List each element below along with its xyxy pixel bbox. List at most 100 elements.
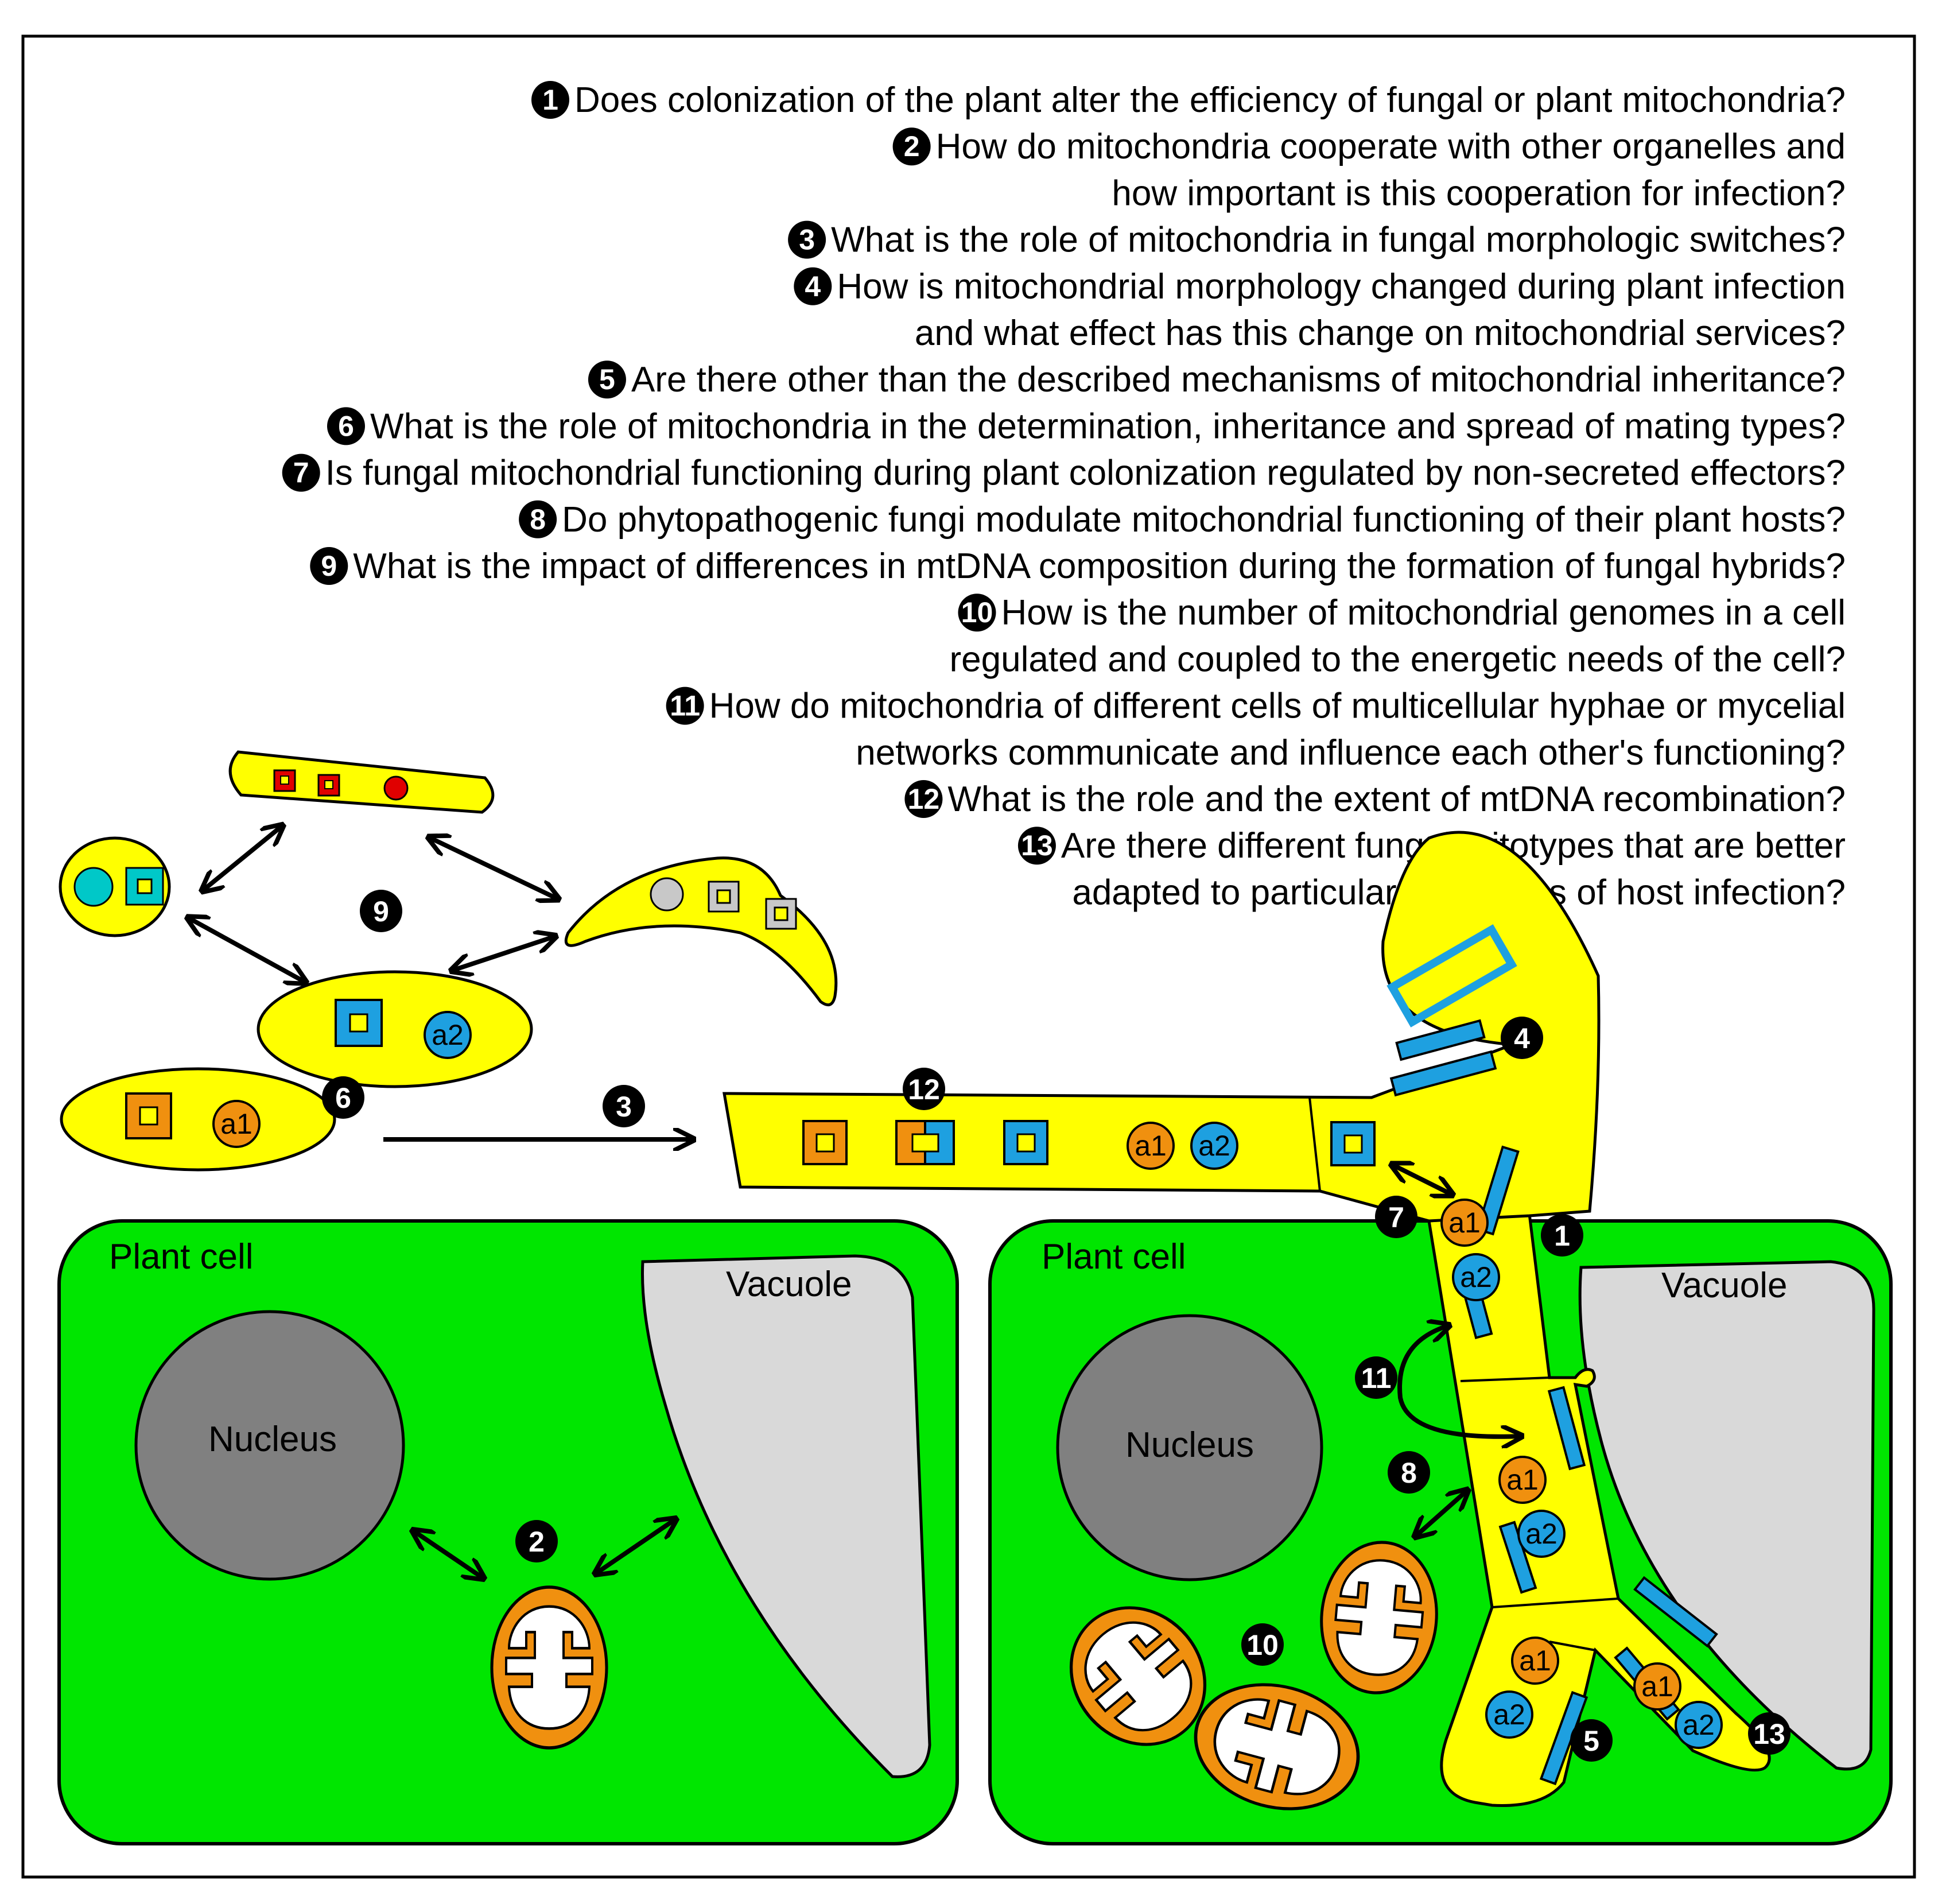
figure-badge-label-13: 13 xyxy=(1753,1718,1785,1750)
arrow-mito-nucleus xyxy=(414,1531,482,1577)
figure-badge-3 xyxy=(603,1085,645,1127)
question-badge-10 xyxy=(958,594,996,632)
fungal-cell-crescent xyxy=(564,856,838,1007)
question-badge-6 xyxy=(327,407,365,445)
marker-blue-square-a xyxy=(1003,1120,1048,1165)
question-badge-label-3: 3 xyxy=(799,224,815,256)
question-badge-label-6: 6 xyxy=(338,410,354,442)
question-badge-13 xyxy=(1017,827,1056,865)
allele-label-a1-7: a1 xyxy=(1506,1464,1539,1496)
nucleus-left xyxy=(134,1310,405,1581)
marker-cyan-square xyxy=(125,867,164,906)
question-badge-label-7: 7 xyxy=(293,457,309,489)
allele-label-a1-3: a1 xyxy=(1135,1130,1167,1162)
hypha-markers xyxy=(802,1120,1376,1166)
plant-cell-label-left: Plant cell xyxy=(109,1237,254,1277)
nucleus-label-left: Nucleus xyxy=(208,1420,337,1459)
question-badge-1 xyxy=(531,81,569,119)
question-5-line-1: Are there other than the described mecha… xyxy=(631,360,1846,400)
allele-circle-a1-11 xyxy=(1633,1662,1681,1711)
figure-badge-label-9: 9 xyxy=(373,895,389,928)
arrow-hybrid-2 xyxy=(430,838,557,898)
allele-circle-a2-8 xyxy=(1517,1510,1566,1558)
question-12-line-1: What is the role and the extent of mtDNA… xyxy=(947,780,1846,819)
arrow-mito-vacuole xyxy=(597,1520,674,1573)
marker-cyan-circle xyxy=(73,867,114,907)
figure-badge-label-8: 8 xyxy=(1401,1457,1417,1489)
allele-circle-a1-5 xyxy=(1440,1199,1489,1247)
allele-label-a1-9: a1 xyxy=(1519,1645,1551,1677)
question-1-line-1: Does colonization of the plant alter the… xyxy=(574,80,1846,120)
question-11-line-1: How do mitochondria of different cells o… xyxy=(709,687,1846,726)
allele-circle-a1-3 xyxy=(1127,1122,1175,1170)
figure-badge-label-7: 7 xyxy=(1388,1201,1404,1234)
figure-frame xyxy=(21,34,1916,1879)
question-badge-2 xyxy=(892,127,931,166)
allele-circle-a2-1 xyxy=(424,1011,472,1059)
plant-cell-left: Plant cell Vacuole Nucleus xyxy=(57,1219,959,1845)
allele-circle-a1-9 xyxy=(1511,1637,1559,1685)
question-10-line-1: How is the number of mitochondrial genom… xyxy=(1001,593,1846,633)
arrow-effectors xyxy=(1393,1165,1451,1194)
question-7-line-1: Is fungal mitochondrial functioning duri… xyxy=(325,453,1846,493)
question-badge-12 xyxy=(904,780,943,818)
figure-badge-10 xyxy=(1241,1623,1284,1666)
question-4-line-2: and what effect has this change on mitoc… xyxy=(915,313,1846,353)
figure-badge-1 xyxy=(1541,1214,1583,1257)
question-6-line-1: What is the role of mitochondria in the … xyxy=(370,406,1846,446)
arrow-hybrid-4 xyxy=(453,937,554,970)
figure-badge-label-3: 3 xyxy=(616,1091,632,1123)
questions-list: Does colonization of the plant alter the… xyxy=(282,80,1846,912)
allele-label-a2-6: a2 xyxy=(1460,1261,1492,1293)
question-badge-label-5: 5 xyxy=(599,363,615,395)
fungal-cell-a2 xyxy=(257,970,533,1088)
question-badge-label-13: 13 xyxy=(1021,829,1053,862)
question-badge-7 xyxy=(282,453,320,492)
allele-circle-a1-7 xyxy=(1498,1456,1547,1504)
figure-badge-8 xyxy=(1388,1451,1430,1494)
question-badge-label-9: 9 xyxy=(321,550,337,582)
question-badge-label-2: 2 xyxy=(904,130,920,162)
vacuole-label-left: Vacuole xyxy=(726,1265,852,1304)
figure-badge-label-1: 1 xyxy=(1554,1220,1570,1252)
figure-badge-label-4: 4 xyxy=(1514,1022,1530,1054)
figure-badge-4 xyxy=(1501,1017,1543,1059)
plant-cell-label-right: Plant cell xyxy=(1042,1237,1186,1277)
fungal-cell-a1 xyxy=(60,1067,336,1172)
plant-mitochondrion-left xyxy=(492,1587,607,1748)
question-badge-label-8: 8 xyxy=(530,503,546,536)
question-badge-4 xyxy=(794,267,832,305)
question-11-line-2: networks communicate and influence each … xyxy=(856,733,1846,773)
question-badge-8 xyxy=(519,500,557,538)
nucleus-label-right: Nucleus xyxy=(1125,1425,1254,1465)
marker-red-circle xyxy=(383,775,409,801)
figure-badge-label-12: 12 xyxy=(908,1073,940,1106)
question-badge-label-1: 1 xyxy=(542,84,558,116)
figure-badge-label-11: 11 xyxy=(1361,1362,1392,1394)
figure-badge-7 xyxy=(1375,1196,1417,1238)
arrow-hybrid-1 xyxy=(204,827,281,890)
question-badge-label-10: 10 xyxy=(961,596,993,629)
fungal-cells-left xyxy=(59,750,1520,1437)
arrow-cell-communication xyxy=(1397,1326,1520,1437)
figure-badge-6 xyxy=(322,1076,364,1119)
allele-circle-a2-10 xyxy=(1485,1690,1533,1739)
figure-badge-11 xyxy=(1355,1356,1397,1399)
arrow-hybrid-3 xyxy=(189,918,304,982)
allele-label-a1-11: a1 xyxy=(1641,1670,1673,1703)
allele-label-a2-10: a2 xyxy=(1493,1699,1525,1731)
figure-badge-12 xyxy=(903,1068,945,1110)
question-10-line-2: regulated and coupled to the energetic n… xyxy=(950,639,1846,679)
question-3-line-1: What is the role of mitochondria in fung… xyxy=(831,220,1846,260)
question-badge-5 xyxy=(588,360,626,399)
figure-badge-label-10: 10 xyxy=(1246,1629,1279,1661)
allele-label-a1-5: a1 xyxy=(1448,1207,1481,1239)
allele-circle-a2-4 xyxy=(1190,1122,1238,1170)
question-badge-9 xyxy=(310,547,348,585)
vacuole-label-right: Vacuole xyxy=(1661,1266,1787,1305)
allele-circle-a1-2 xyxy=(212,1100,261,1148)
allele-label-a1-2: a1 xyxy=(220,1108,253,1140)
